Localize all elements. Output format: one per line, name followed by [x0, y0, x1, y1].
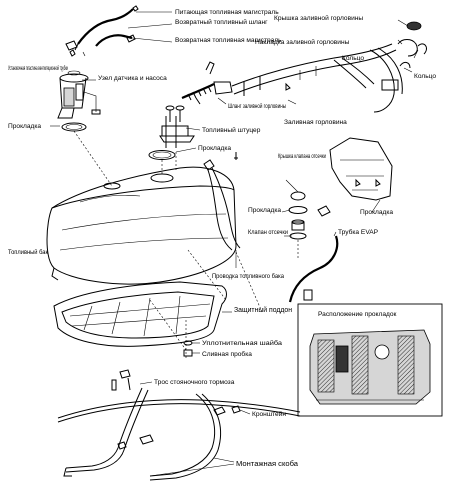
label-evap-tube: Трубка EVAP	[338, 228, 379, 236]
gasket-layout-inset	[297, 303, 443, 417]
label-gasket-right: Прокладка	[360, 209, 393, 216]
filler-hose-shape	[181, 61, 233, 105]
bracket-shapes	[111, 379, 241, 450]
sender-pump-assembly	[57, 70, 101, 119]
label-vent-plate: Установочная пластина вентиляционной тру…	[8, 64, 68, 72]
filler-cap-shape	[406, 21, 422, 31]
label-ring-a: Кольцо	[342, 55, 364, 62]
label-mount-strap: Монтажная скоба	[236, 459, 299, 468]
filler-neck-shape	[231, 43, 403, 113]
ring-shape	[417, 43, 427, 55]
cutoff-valve-shapes	[288, 191, 331, 240]
fuel-tank-shape	[46, 166, 237, 285]
label-gasket-left: Прокладка	[8, 123, 41, 130]
label-filler-cap: Крышка заливной горловины	[274, 14, 363, 22]
leader-lines	[50, 11, 419, 477]
protector-tray-shape	[53, 281, 227, 347]
evap-tube-shape	[288, 235, 339, 303]
label-cutoff-valve: Клапан отсечки	[248, 229, 288, 236]
label-sender-pump: Узел датчика и насоса	[98, 75, 167, 82]
label-fuel-tank: Топливный бак	[8, 248, 48, 256]
label-protector: Защитный поддон	[234, 305, 292, 314]
label-ring-b: Кольцо	[414, 73, 436, 80]
label-brake-cable: Трос стояночного тормоза	[154, 379, 235, 386]
label-filler-neck: Заливная горловина	[284, 119, 347, 126]
label-filler-pad: Накладка заливной горловины	[255, 38, 350, 46]
label-seal-washer: Уплотнительная шайба	[202, 339, 282, 347]
label-return-line: Возвратная топливная магистраль	[175, 37, 282, 44]
callout-labels: Питающая топливная магистраль Возвратный…	[8, 9, 436, 468]
gasket-mid-shape	[148, 150, 176, 160]
label-gasket-mid: Прокладка	[198, 145, 231, 152]
guide-lines	[73, 130, 299, 358]
label-valve-cover: Крышка клапана отсечки	[278, 153, 326, 160]
label-filler-hose: Шланг заливной горловины	[228, 102, 286, 110]
heat-shield-shape	[329, 137, 393, 201]
label-gasket-valve: Прокладка	[248, 207, 281, 214]
label-tank-wiring: Проводка топливного бака	[212, 272, 284, 280]
mount-strap-shapes	[63, 387, 222, 481]
drain-plug-shape	[183, 349, 193, 357]
filler-pad-shape	[397, 39, 418, 57]
label-fuel-fitting: Топливный штуцер	[202, 126, 261, 134]
feed-return-lines	[65, 5, 139, 57]
brake-cable-shape	[57, 369, 301, 423]
label-feed-line: Питающая топливная магистраль	[175, 9, 279, 16]
label-return-hose: Возвратный топливный шланг	[175, 18, 268, 26]
label-gasket-layout: Расположение прокладок	[318, 311, 397, 318]
fuel-fitting-shape	[159, 105, 195, 148]
label-drain-plug: Сливная пробка	[202, 350, 252, 358]
label-bracket: Кронштейн	[252, 410, 286, 418]
